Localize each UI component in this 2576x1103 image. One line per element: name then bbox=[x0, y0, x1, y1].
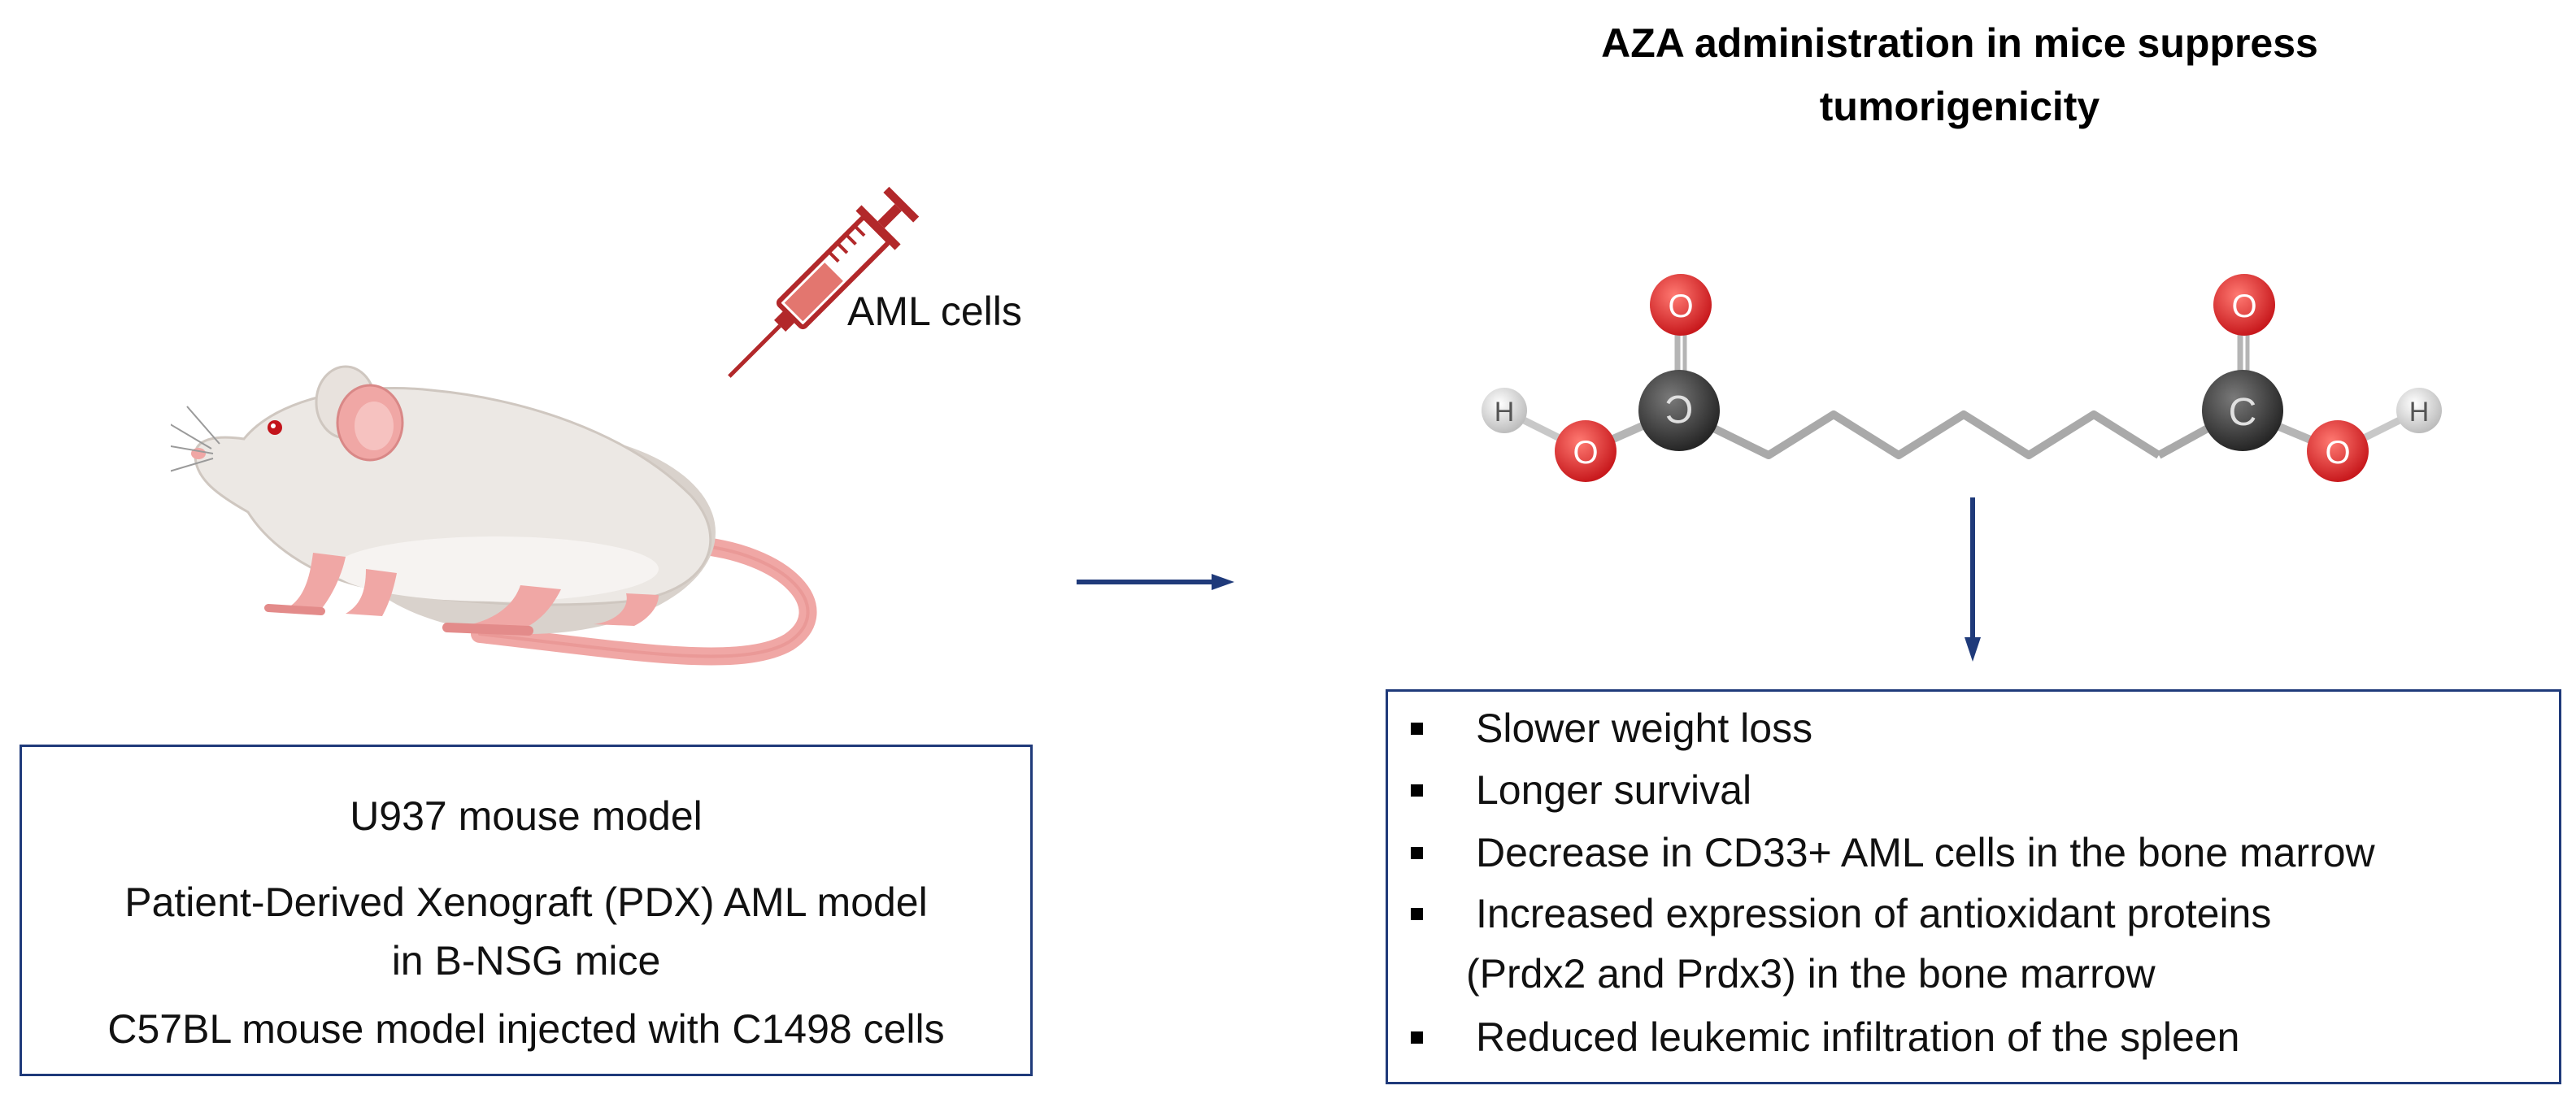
arrow-down-icon bbox=[1965, 497, 1981, 662]
model-u937: U937 mouse model bbox=[350, 793, 703, 839]
result-title-line1: AZA administration in mice suppress bbox=[1601, 20, 2318, 66]
mouse-icon bbox=[171, 365, 817, 666]
bullet-icon bbox=[1411, 784, 1423, 797]
atom-right-o-double: O bbox=[2213, 274, 2275, 336]
bullet-icon bbox=[1411, 723, 1423, 735]
syringe-label: AML cells bbox=[847, 289, 1022, 334]
atom-left-o-double: O bbox=[1650, 274, 1712, 336]
svg-text:H: H bbox=[2409, 397, 2430, 428]
bullet-icon bbox=[1411, 908, 1423, 920]
atom-left-h: H bbox=[1482, 388, 1527, 433]
svg-text:O: O bbox=[2231, 289, 2256, 324]
arrow-right-icon bbox=[1077, 574, 1234, 590]
svg-text:C: C bbox=[2229, 391, 2257, 434]
svg-text:O: O bbox=[2325, 435, 2350, 471]
result-title: AZA administration in mice suppress tumo… bbox=[1431, 11, 2488, 138]
atom-right-o-single: O bbox=[2307, 420, 2369, 482]
results-box: Slower weight loss Longer survival Decre… bbox=[1386, 689, 2561, 1084]
syringe-icon bbox=[728, 186, 920, 378]
svg-text:O: O bbox=[1668, 289, 1693, 324]
result-item-continuation: (Prdx2 and Prdx3) in the bone marrow bbox=[1466, 951, 2156, 997]
svg-text:C: C bbox=[1665, 387, 1694, 430]
result-title-line2: tumorigenicity bbox=[1819, 84, 2100, 129]
molecule-icon: H O C O O C O H bbox=[1482, 274, 2442, 482]
bullet-icon bbox=[1411, 847, 1423, 859]
model-pdx-line2: in B-NSG mice bbox=[391, 938, 661, 984]
atom-right-h: H bbox=[2396, 388, 2442, 433]
svg-text:O: O bbox=[1573, 435, 1598, 471]
model-pdx-line1: Patient-Derived Xenograft (PDX) AML mode… bbox=[124, 879, 928, 925]
mouse-models-box: U937 mouse model Patient-Derived Xenogra… bbox=[20, 745, 1033, 1076]
model-c57bl: C57BL mouse model injected with C1498 ce… bbox=[107, 1006, 945, 1052]
bullet-icon bbox=[1411, 1031, 1423, 1044]
svg-text:H: H bbox=[1495, 397, 1515, 428]
atom-left-o-single: O bbox=[1555, 420, 1617, 482]
atom-left-c: C bbox=[1638, 370, 1720, 451]
atom-right-c: C bbox=[2202, 370, 2283, 451]
